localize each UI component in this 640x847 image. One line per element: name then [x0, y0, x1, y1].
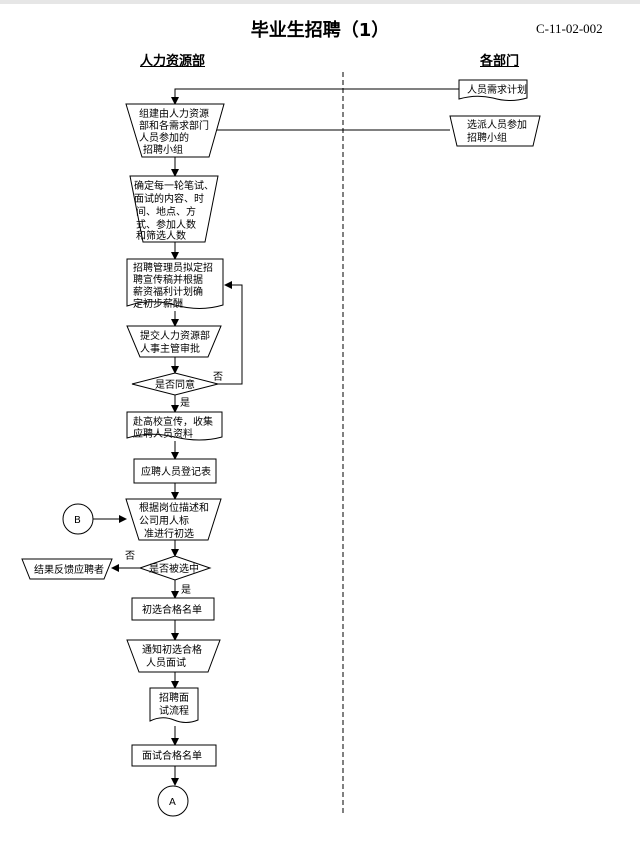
node-selected-text: 是否被选中 — [149, 562, 199, 575]
node-draft-text: 招聘管理员拟定招 聘宣传稿并根据 薪资福利计划确 定初步薪酬 — [133, 261, 216, 310]
edge-label-selected-no: 否 — [125, 550, 135, 562]
connector-b-text: B — [74, 515, 81, 526]
node-register-shape — [133, 458, 217, 484]
document-number: C-11-02-002 — [536, 21, 603, 36]
node-screen-text: 根据岗位描述和 公司用人标 准进行初选 — [139, 501, 212, 540]
edge-label-selected-yes: 是 — [181, 584, 191, 596]
node-submit-text: 提交人力资源部 人事主管审批 — [140, 329, 213, 355]
node-shortlist-shape — [131, 597, 215, 621]
node-interview-text: 招聘面 试流程 — [159, 691, 192, 717]
node-select-staff-text: 选派人员参加 招聘小组 — [467, 118, 530, 144]
node-approve-text: 是否同意 — [155, 378, 195, 391]
lane-header-departments: 各部门 — [480, 54, 520, 69]
node-determine-text: 确定每一轮笔试、 面试的内容、时 间、地点、方 式、参加人数 和筛选人数 — [134, 179, 217, 242]
node-feedback-shape — [21, 558, 113, 580]
edge-label-approve-yes: 是 — [180, 397, 190, 409]
node-shortlist-text: 初选合格名单 — [142, 603, 202, 616]
connector-a-text: A — [169, 797, 176, 808]
connector-b-shape — [62, 503, 94, 535]
node-interview-shape — [149, 687, 199, 723]
node-approve-shape — [131, 372, 219, 396]
node-form-group-shape — [125, 103, 225, 158]
connector-a-shape — [157, 785, 189, 817]
node-final-list-text: 面试合格名单 — [142, 749, 202, 762]
node-select-staff-shape — [449, 115, 541, 147]
node-submit-shape — [126, 325, 222, 358]
node-notify-shape — [126, 639, 221, 673]
node-feedback-text: 结果反馈应聘者 — [34, 563, 104, 576]
node-register-text: 应聘人员登记表 — [141, 465, 211, 478]
edge-plan-to-form-group — [171, 88, 459, 105]
node-form-group-text: 组建由人力资源 部和各需求部门 人员参加的 招聘小组 — [139, 107, 212, 156]
node-screen-shape — [125, 498, 222, 541]
node-selected-shape — [138, 555, 212, 581]
node-determine-shape — [129, 175, 219, 243]
edge-label-approve-no: 否 — [213, 371, 223, 383]
page-title: 毕业生招聘（1） — [250, 20, 390, 41]
node-campus-text: 赴高校宣传，收集 应聘人员资料 — [133, 415, 216, 440]
node-final-list-shape — [131, 744, 217, 767]
node-plan-shape — [458, 79, 528, 101]
node-notify-text: 通知初选合格 人员面试 — [142, 643, 205, 669]
node-draft-shape — [126, 258, 224, 309]
lane-header-hr: 人力资源部 — [140, 54, 206, 69]
node-campus-shape — [126, 411, 223, 441]
top-border — [0, 0, 640, 4]
node-plan-text: 人员需求计划 — [467, 83, 527, 96]
edge-approve-no-loop — [218, 281, 243, 385]
